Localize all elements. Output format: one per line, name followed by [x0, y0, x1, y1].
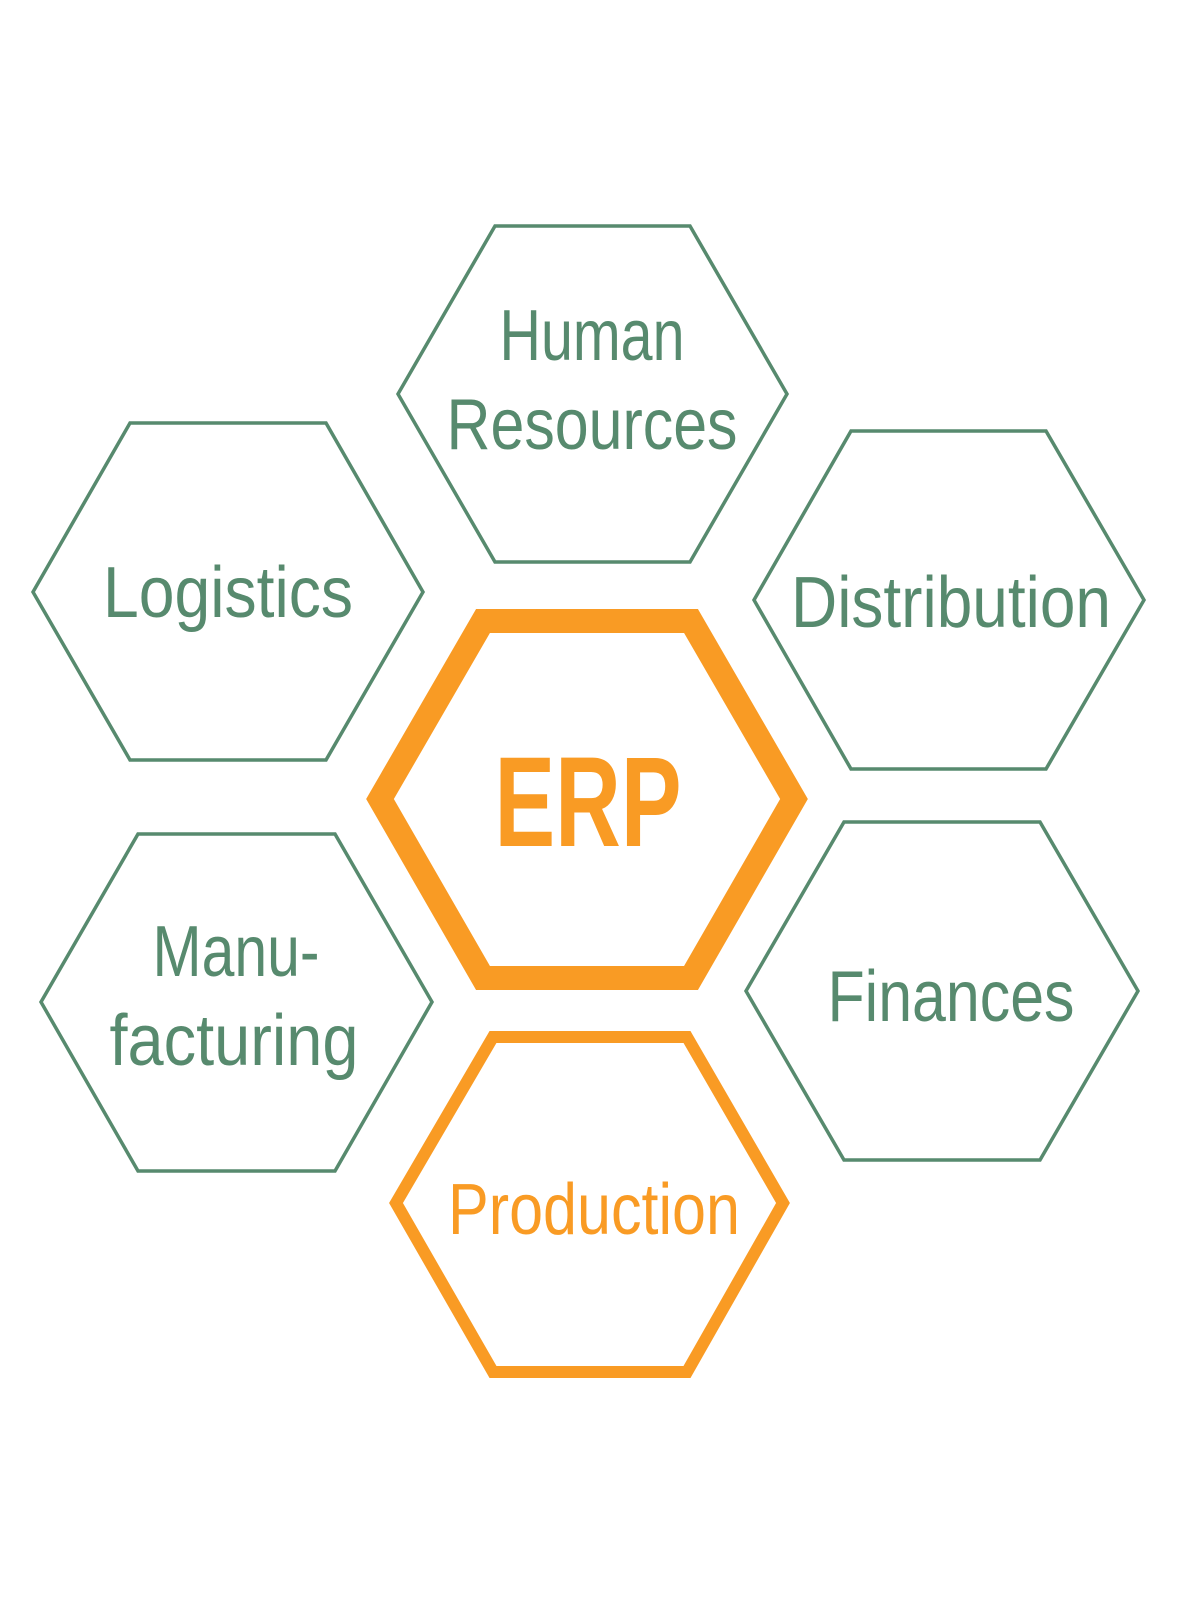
label-manufacturing-line2: facturing: [110, 1001, 359, 1081]
label-finances: Finances: [828, 957, 1075, 1037]
hexagon-human-resources: [395, 224, 790, 564]
label-distribution: Distribution: [791, 563, 1111, 643]
label-human-resources-line2: Resources: [447, 385, 738, 465]
module-production: Production: [389, 1031, 790, 1378]
label-production: Production: [448, 1170, 740, 1250]
label-logistics: Logistics: [103, 553, 353, 633]
hexagon-logistics: [30, 421, 426, 762]
hexagon-manufacturing: [38, 832, 435, 1173]
module-finances: Finances: [743, 820, 1141, 1162]
hexagon-production: [389, 1031, 790, 1378]
label-manufacturing-line1: Manu-: [153, 912, 320, 992]
center-erp: ERP: [366, 609, 808, 990]
hexagon-distribution: [751, 429, 1147, 771]
module-distribution: Distribution: [751, 429, 1147, 771]
hexagon-finances: [743, 820, 1141, 1162]
hexagon-erp: [366, 609, 808, 990]
module-human-resources: Human Resources: [395, 224, 790, 564]
label-human-resources-line1: Human: [500, 296, 685, 376]
module-manufacturing: Manu- facturing: [38, 832, 435, 1173]
module-logistics: Logistics: [30, 421, 426, 762]
label-erp: ERP: [495, 731, 682, 874]
